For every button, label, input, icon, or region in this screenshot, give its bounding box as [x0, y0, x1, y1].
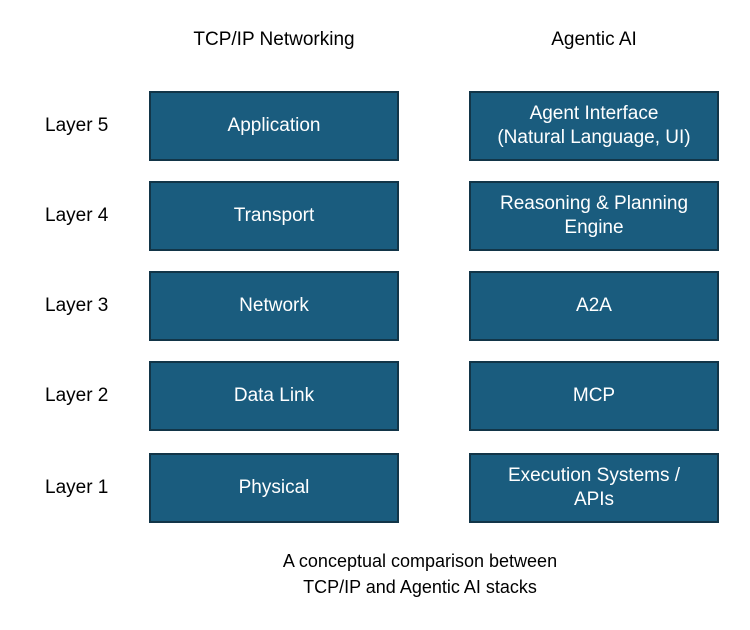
- tcpip-box-layer-5-text: Application: [227, 115, 321, 136]
- tcpip-box-layer-4[interactable]: Transport: [149, 181, 399, 251]
- agentic-box-layer-1-text: Execution Systems / APIs: [507, 465, 681, 510]
- tcpip-box-layer-3-text: Network: [239, 295, 309, 316]
- stack-row-layer-3: Layer 3 Network A2A: [0, 271, 750, 341]
- agentic-box-layer-2[interactable]: MCP: [469, 361, 719, 431]
- agentic-box-layer-4-text: Reasoning & Planning Engine: [499, 193, 689, 238]
- stack-row-layer-1: Layer 1 Physical Execution Systems / API…: [0, 453, 750, 523]
- layer-label-4: Layer 4: [45, 205, 109, 226]
- agentic-box-layer-5[interactable]: Agent Interface (Natural Language, UI): [469, 91, 719, 161]
- tcpip-box-layer-2[interactable]: Data Link: [149, 361, 399, 431]
- layer-label-2: Layer 2: [45, 385, 109, 406]
- diagram-caption: A conceptual comparison between TCP/IP a…: [282, 551, 558, 597]
- agentic-box-layer-3[interactable]: A2A: [469, 271, 719, 341]
- agentic-box-layer-1[interactable]: Execution Systems / APIs: [469, 453, 719, 523]
- tcpip-box-layer-3[interactable]: Network: [149, 271, 399, 341]
- column-heading-agentic-ai: Agentic AI: [551, 29, 637, 50]
- tcpip-box-layer-2-text: Data Link: [233, 385, 315, 406]
- stack-row-layer-5: Layer 5 Application Agent Interface (Nat…: [0, 91, 750, 161]
- layer-label-3: Layer 3: [45, 295, 109, 316]
- agentic-box-layer-5-text: Agent Interface (Natural Language, UI): [497, 103, 691, 148]
- agentic-box-layer-3-text: A2A: [576, 295, 612, 316]
- layer-label-1: Layer 1: [45, 477, 109, 498]
- stack-row-layer-4: Layer 4 Transport Reasoning & Planning E…: [0, 181, 750, 251]
- tcpip-box-layer-1-text: Physical: [238, 477, 310, 498]
- column-heading-tcpip: TCP/IP Networking: [193, 29, 355, 50]
- agentic-box-layer-2-text: MCP: [572, 385, 616, 406]
- tcpip-box-layer-1[interactable]: Physical: [149, 453, 399, 523]
- tcpip-box-layer-4-text: Transport: [233, 205, 315, 226]
- stack-row-layer-2: Layer 2 Data Link MCP: [0, 361, 750, 431]
- agentic-box-layer-4[interactable]: Reasoning & Planning Engine: [469, 181, 719, 251]
- layer-label-5: Layer 5: [45, 115, 109, 136]
- tcpip-box-layer-5[interactable]: Application: [149, 91, 399, 161]
